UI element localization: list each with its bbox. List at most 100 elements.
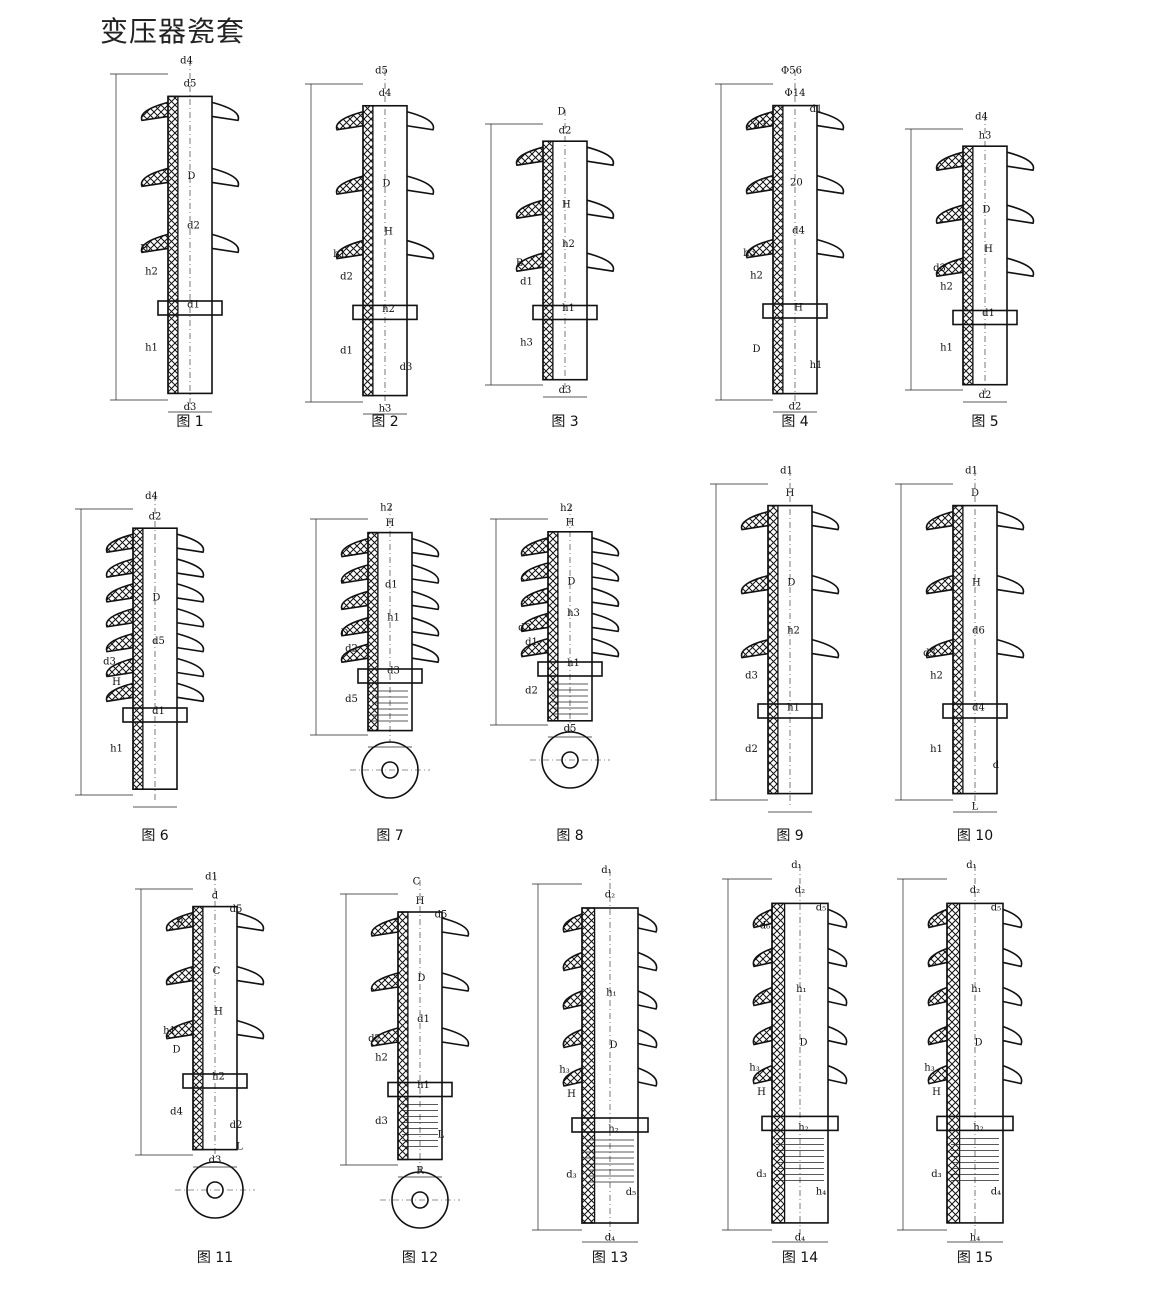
dimension-label: d₅ (626, 1187, 636, 1198)
dimension-label: h2 (940, 281, 953, 292)
dimension-label: d1 (520, 276, 533, 287)
section-hatch (132, 527, 144, 790)
dimension-label: d2 (230, 1120, 243, 1131)
dimension-label: h1 (163, 1026, 176, 1037)
dimension-label: h2 (930, 670, 943, 681)
dimension-label: h₄ (816, 1187, 826, 1198)
dimension-label: h1 (562, 303, 575, 314)
dimension-label: h₁ (606, 988, 616, 999)
dimension-label: 20 (790, 178, 803, 189)
dimension-label: h2 (380, 503, 393, 514)
section-hatch (946, 902, 961, 1224)
dimension-label: d₄ (605, 1233, 615, 1244)
dimension-label: h1 (567, 658, 580, 669)
dimension-label: Φ56 (781, 66, 802, 77)
dimension-label: h₄ (970, 1233, 980, 1244)
dimension-label: d1 (385, 580, 398, 591)
dimension-label: H (214, 1007, 223, 1018)
dimension-label: d2 (979, 390, 992, 401)
figure-caption: 图 2 (371, 414, 398, 430)
dimension-label: H (112, 677, 121, 688)
dimension-label: h₂ (798, 1123, 808, 1134)
dimension-label: H (757, 1087, 766, 1098)
figure-caption: 图 4 (781, 414, 808, 430)
figure-caption: 图 12 (402, 1250, 438, 1266)
dimension-label: D (152, 593, 160, 604)
flange (387, 1081, 453, 1098)
dimension-label: d1 (780, 466, 793, 477)
dimension-label: d₂ (605, 890, 615, 901)
dimension-label: d₃ (566, 1170, 576, 1181)
dimension-label: d4 (792, 226, 805, 237)
dimension-label: d3 (103, 657, 116, 668)
flange (936, 1115, 1014, 1132)
dimension-label: d5 (345, 694, 358, 705)
dimension-label: h2 (212, 1071, 225, 1082)
dimension-label: h1 (145, 343, 158, 354)
figure-caption: 图 5 (971, 414, 998, 430)
dimension-label: d5 (564, 723, 577, 734)
dimension-label: h3 (379, 404, 392, 415)
dimension-label: h₂ (608, 1124, 618, 1135)
flange (571, 1117, 649, 1133)
dimension-label: d4 (170, 1107, 183, 1118)
dimension-label: H (562, 199, 571, 210)
dimension-label: D (799, 1037, 807, 1048)
dimension-label: d₅ (816, 903, 826, 914)
dimension-label: d1 (187, 300, 200, 311)
dimension-label: h1 (810, 360, 823, 371)
dimension-label: h2 (145, 267, 158, 278)
dimension-label: d (993, 760, 1000, 771)
dimension-label: h2 (562, 239, 575, 250)
flange (352, 304, 418, 321)
figure-caption: 图 8 (556, 828, 583, 844)
dimension-label: h₂ (973, 1123, 983, 1134)
dimension-label: d₃ (931, 1169, 941, 1180)
dimension-label: h1 (110, 744, 123, 755)
section-hatch (542, 140, 554, 381)
dimension-label: d3 (518, 623, 531, 634)
dimension-label: C (213, 966, 221, 977)
dimension-label: d2 (345, 643, 358, 654)
figure-caption: 图 11 (197, 1250, 233, 1266)
dimension-label: d₂ (970, 885, 980, 896)
section-hatch (362, 105, 374, 397)
dimension-label: d3 (754, 120, 767, 131)
dimension-label: d1 (810, 104, 823, 115)
dimension-label: d₁ (791, 860, 801, 871)
dimension-label: H (932, 1087, 941, 1098)
flange (762, 303, 828, 319)
dimension-label: d1 (417, 1014, 430, 1025)
dimension-label: d1 (965, 466, 978, 477)
dimension-label: d2 (368, 1033, 381, 1044)
dimension-label: d4 (972, 702, 985, 713)
dimension-label: d2 (789, 402, 802, 413)
section-hatch (771, 902, 786, 1224)
section-hatch (367, 531, 379, 732)
dimension-label: h2 (560, 503, 573, 514)
dimension-label: h₃ (749, 1062, 759, 1073)
dimension-label: d1 (340, 346, 353, 357)
dimension-label: d1 (525, 637, 538, 648)
dimension-label: h3 (520, 337, 533, 348)
dimension-label: d3 (559, 385, 572, 396)
dimension-label: d3 (400, 362, 413, 373)
dimension-label: D (982, 204, 990, 215)
dimension-label: d2 (525, 686, 538, 697)
dimension-label: H (416, 896, 425, 907)
figure-caption: 图 10 (957, 828, 993, 844)
dimension-label: D (609, 1040, 617, 1051)
dimension-label: D (417, 973, 425, 984)
page-title: 变压器瓷套 (100, 15, 246, 48)
dimension-label: h1 (787, 702, 800, 713)
section-hatch (767, 504, 779, 795)
flange (761, 1115, 839, 1132)
